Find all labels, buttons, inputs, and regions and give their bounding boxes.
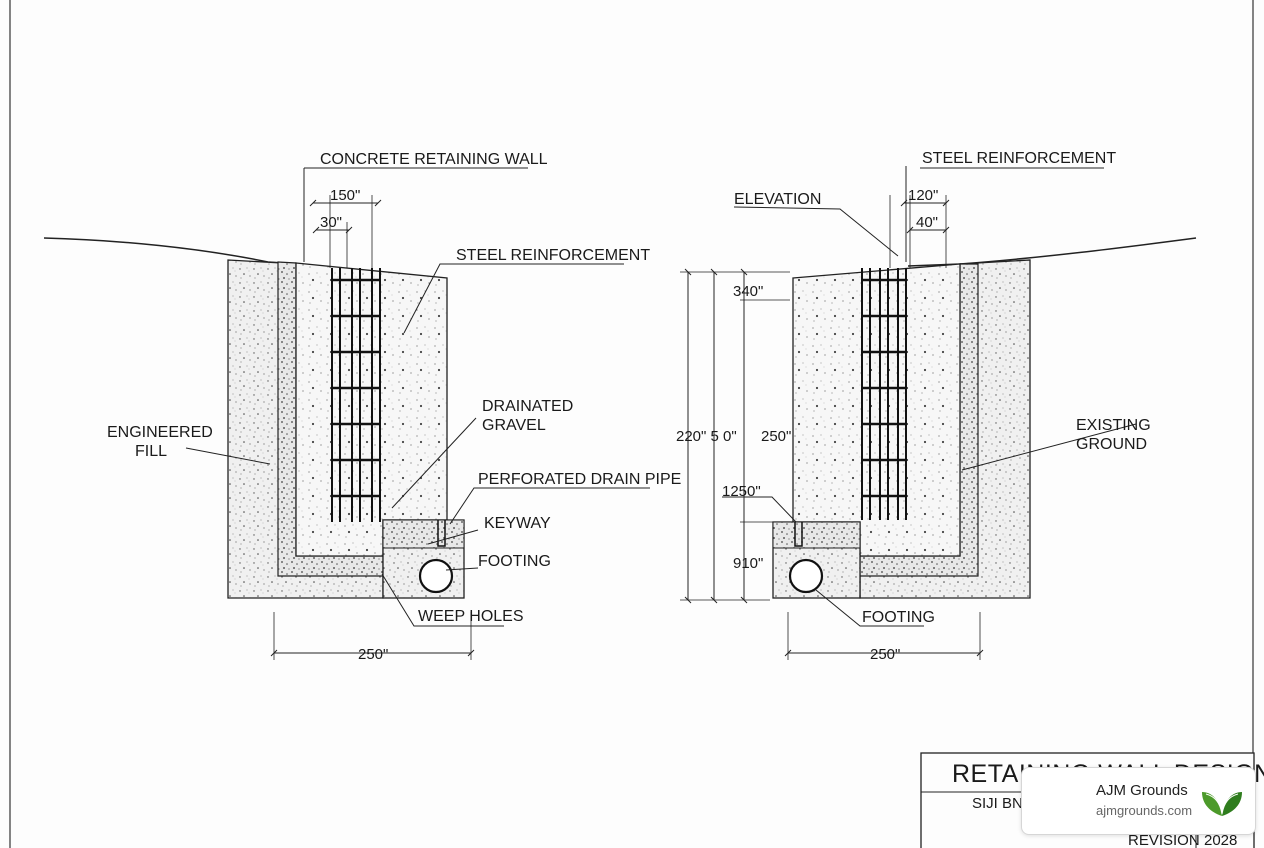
left-keyway-block xyxy=(382,519,465,549)
label-existing: EXISTING xyxy=(1076,417,1151,434)
left-leader-footing xyxy=(445,567,479,571)
left-leader-gravel xyxy=(391,417,477,509)
left-leader-keyway xyxy=(427,529,479,545)
title-block-subtitle: SIJI BN xyxy=(972,795,1023,812)
dim-right-left-total: 220" 5 0" xyxy=(676,428,737,445)
dim-right-top-inner: 40" xyxy=(916,214,938,231)
right-weep-hole xyxy=(794,522,803,547)
right-leader-existing xyxy=(961,423,1137,471)
label-ground: GROUND xyxy=(1076,436,1147,453)
right-wall-section xyxy=(680,166,1197,660)
leaf-logo-icon xyxy=(1202,792,1242,816)
sheet-border xyxy=(9,0,1254,848)
label-right-footing: FOOTING xyxy=(862,609,935,626)
left-wall-section xyxy=(43,167,650,660)
dim-right-bottom: 250" xyxy=(870,646,900,663)
right-ground-line xyxy=(907,237,1197,267)
label-fill: FILL xyxy=(135,443,167,460)
title-block-revision-label: REVISION xyxy=(1128,832,1200,848)
left-drain-pipe xyxy=(418,558,454,594)
dim-right-left-4: 910" xyxy=(733,555,763,572)
dim-left-top-outer: 150" xyxy=(330,187,360,204)
dim-right-top-outer: 120" xyxy=(908,187,938,204)
right-rebar-cage xyxy=(861,268,907,520)
label-engineered: ENGINEERED xyxy=(107,424,213,441)
watermark-url: ajmgrounds.com xyxy=(1096,803,1193,818)
dim-right-left-1: 340" xyxy=(733,283,763,300)
label-left-footing: FOOTING xyxy=(478,553,551,570)
left-leader-fill xyxy=(185,447,271,465)
dim-right-left-3: 1250" xyxy=(722,483,761,500)
right-leader-elevation xyxy=(733,206,899,257)
right-leader-1250 xyxy=(722,496,797,523)
title-block-revision-value: 2028 xyxy=(1204,832,1237,848)
dim-left-bottom: 250" xyxy=(358,646,388,663)
right-keyway-block xyxy=(772,521,861,549)
left-leader-pipe xyxy=(449,487,650,525)
label-concrete-retaining-wall: CONCRETE RETAINING WALL xyxy=(320,151,548,168)
left-leader-weep xyxy=(381,573,504,627)
right-drain-pipe xyxy=(788,558,824,594)
left-leader-steel xyxy=(403,263,624,334)
left-rebar-cage xyxy=(331,268,381,522)
label-perforated-drain-pipe: PERFORATED DRAIN PIPE xyxy=(478,471,681,488)
label-drainated: DRAINATED xyxy=(482,398,573,415)
label-gravel: GRAVEL xyxy=(482,417,546,434)
label-keyway: KEYWAY xyxy=(484,515,551,532)
dim-left-top-inner: 30" xyxy=(320,214,342,231)
left-weep-hole xyxy=(437,520,446,547)
right-concrete-wall xyxy=(792,263,961,557)
left-ground-line xyxy=(43,237,301,265)
label-right-steel-reinforcement: STEEL REINFORCEMENT xyxy=(922,150,1116,167)
label-left-steel-reinforcement: STEEL REINFORCEMENT xyxy=(456,247,650,264)
dim-right-left-2: 250" xyxy=(761,428,791,445)
label-elevation: ELEVATION xyxy=(734,191,821,208)
right-leader-footing xyxy=(815,589,924,627)
watermark-name: AJM Grounds xyxy=(1096,782,1188,799)
watermark-card[interactable]: AJM Grounds ajmgrounds.com xyxy=(1021,767,1256,835)
label-weep-holes: WEEP HOLES xyxy=(418,608,524,625)
